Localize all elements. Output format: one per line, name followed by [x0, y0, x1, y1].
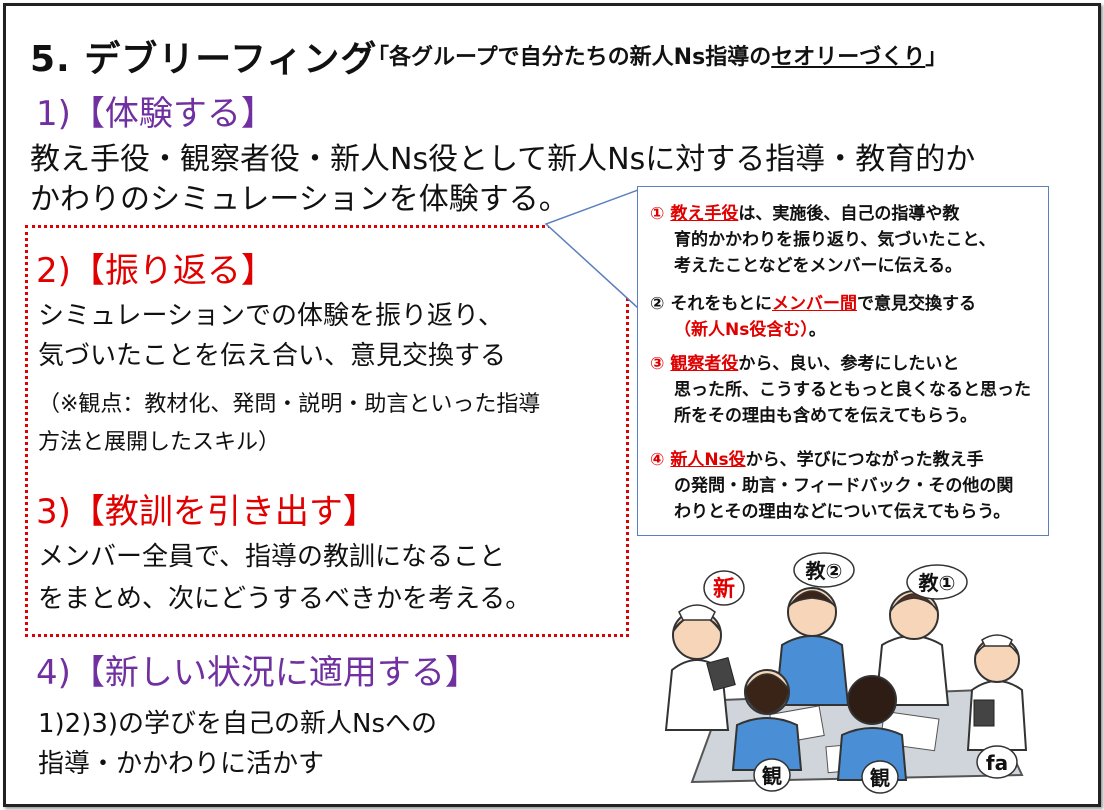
step3-body-line2: をまとめ、次にどうするべきかを考える。: [38, 584, 532, 614]
svg-text:観: 観: [762, 764, 782, 788]
step1-heading: 1)【体験する】: [36, 94, 275, 134]
callout-item-1-line2: 育的かかわりを振り返り、気づいたこと、: [674, 230, 996, 250]
callout-item-1-role: 教え手役: [670, 204, 739, 224]
subtitle-prefix: ：「各グループで自分たちの新人Ns指導の: [356, 45, 772, 70]
nurse-teacher1-figure: [874, 590, 950, 706]
step2-note-line1: （※観点：教材化、発問・説明・助言といった指導: [38, 392, 541, 417]
nurse-new-figure: [664, 604, 736, 731]
callout-item-3-line1: から、良い、参考にしたいと: [738, 354, 960, 374]
nurses-meeting-illustration: 新 教② 教① 観 観 fa: [664, 552, 1028, 794]
callout-item-4-line2: の発問・助言・フィードバック・その他の関: [674, 476, 1014, 496]
svg-text:観: 観: [870, 766, 890, 790]
callout-item-4-num: ④: [650, 450, 665, 470]
step2-body-line1: シミュレーションでの体験を振り返り、: [38, 301, 504, 331]
callout-item-2-num: ②: [650, 294, 665, 314]
subtitle-suffix: 」: [925, 45, 948, 70]
callout-item-4-line3: わりとその理由などについて伝えてもらう。: [674, 502, 1011, 522]
callout-item-2-line2-end: 。: [808, 320, 826, 340]
step4-body-line1: 1)2)3)の学びを自己の新人Nsへの: [38, 709, 438, 739]
callout-item-4-role: 新人Ns役: [670, 450, 746, 470]
callout-item-2: ② それをもとにメンバー間で意見交換する （新人Ns役含む）。: [650, 291, 976, 343]
step4-heading: 4)【新しい状況に適用する】: [36, 653, 479, 693]
callout-pointer: [544, 189, 639, 309]
callout-item-2-pre: それをもとに: [670, 294, 772, 314]
label-teacher1: 教①: [906, 564, 968, 600]
slide-title: 5. デブリーフィング: [30, 39, 378, 80]
callout-item-1: ① 教え手役は、実施後、自己の指導や教 育的かかわりを振り返り、気づいたこと、 …: [650, 201, 996, 279]
callout-item-4-line1: から、学びにつながった教え手: [745, 450, 984, 470]
slide-frame: [3, 3, 1101, 807]
step2-heading: 2)【振り返る】: [36, 251, 275, 291]
label-observer2: 観: [861, 760, 899, 794]
slide-subtitle: ：「各グループで自分たちの新人Ns指導のセオリーづくり」: [356, 39, 947, 71]
svg-text:新: 新: [713, 576, 735, 602]
callout-item-4: ④ 新人Ns役から、学びにつながった教え手 の発問・助言・フィードバック・その他…: [650, 447, 1013, 525]
step3-body-line1: メンバー全員で、指導の教訓になること: [38, 542, 505, 572]
svg-text:教②: 教②: [806, 559, 843, 583]
nurse-teacher2-figure: [774, 587, 850, 706]
callout-item-1-line1: は、実施後、自己の指導や教: [738, 204, 960, 224]
label-new: 新: [703, 570, 745, 606]
step3-heading: 3)【教訓を引き出す】: [36, 492, 377, 532]
step1-body-line1: 教え手役・観察者役・新人Ns役として新人Nsに対する指導・教育的か: [30, 142, 976, 177]
label-facilitator: fa: [976, 745, 1018, 779]
reflection-box: [25, 225, 629, 637]
callout-item-3-line3: 所をその理由も含めてを伝えてもらう。: [674, 406, 977, 426]
subtitle-underlined: セオリーづくり: [771, 45, 926, 70]
callout-item-3-line2: 思った所、こうするともっと良くなると思った: [674, 380, 1031, 400]
svg-text:教①: 教①: [919, 571, 956, 595]
callout-item-2-role: メンバー間: [772, 294, 857, 314]
callout-box: ① 教え手役は、実施後、自己の指導や教 育的かかわりを振り返り、気づいたこと、 …: [637, 186, 1049, 536]
step2-note-line2: 方法と展開したスキル）: [38, 430, 281, 455]
callout-item-3: ③ 観察者役から、良い、参考にしたいと 思った所、こうするともっと良くなると思っ…: [650, 351, 1031, 429]
svg-text:fa: fa: [986, 751, 1008, 775]
nurse-facilitator-figure: [966, 634, 1028, 751]
nurse-observer1-figure: [731, 669, 803, 771]
callout-item-2-line2: （新人Ns役含む）: [674, 320, 809, 340]
callout-item-1-line3: 考えたことなどをメンバーに伝える。: [674, 256, 962, 276]
callout-item-1-num: ①: [650, 204, 665, 224]
step2-body-line2: 気づいたことを伝え合い、意見交換する: [38, 341, 507, 371]
callout-item-2-post: で意見交換する: [857, 294, 976, 314]
label-teacher2: 教②: [793, 552, 855, 588]
callout-item-3-num: ③: [650, 354, 665, 374]
callout-item-3-role: 観察者役: [670, 354, 739, 374]
step1-body-line2: かわりのシミュレーションを体験する。: [30, 182, 569, 217]
label-observer1: 観: [753, 758, 791, 792]
step4-body-line2: 指導・かかわりに活かす: [38, 749, 325, 779]
